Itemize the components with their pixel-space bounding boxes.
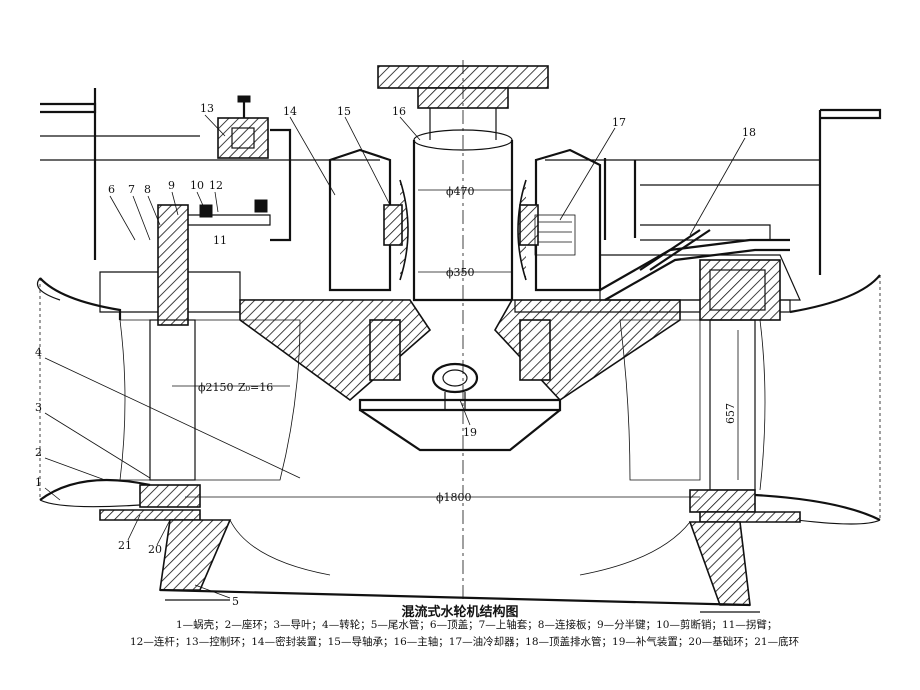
guide-bearing-housing bbox=[328, 148, 602, 292]
callout-10: 10 bbox=[190, 179, 204, 192]
spiral-case bbox=[36, 274, 881, 525]
callout-12: 12 bbox=[209, 179, 223, 192]
shaft-coupling-flange bbox=[377, 60, 549, 600]
callout-6: 6 bbox=[108, 183, 115, 196]
upper-frame bbox=[40, 88, 882, 275]
callout-7: 7 bbox=[128, 183, 135, 196]
dimension-d2150: ϕ2150 bbox=[198, 381, 234, 394]
callout-18: 18 bbox=[742, 126, 756, 139]
aeration-device bbox=[431, 362, 479, 410]
callout-11: 11 bbox=[213, 234, 227, 247]
dimension-texts: ϕ470 ϕ350 ϕ2150 Z₀=16 ϕ1800 657 bbox=[198, 185, 737, 504]
callout-21: 21 bbox=[118, 539, 132, 552]
dimension-z0: Z₀=16 bbox=[238, 381, 273, 394]
callout-3: 3 bbox=[35, 401, 42, 414]
guide-vane-linkage bbox=[188, 199, 771, 271]
legend-line-2: 12—连杆；13—控制环；14—密封装置；15—导轴承；16—主轴；17—油冷却… bbox=[130, 636, 800, 648]
guide-vane-left bbox=[119, 204, 301, 508]
guide-vane-right bbox=[619, 259, 781, 513]
dimension-lines bbox=[172, 189, 739, 498]
callout-8: 8 bbox=[144, 183, 151, 196]
callout-2: 2 bbox=[35, 446, 42, 459]
dimension-h657: 657 bbox=[724, 403, 737, 424]
dimension-d350: ϕ350 bbox=[446, 266, 475, 279]
legend-line-1: 1—蜗壳；2—座环；3—导叶；4—转轮；5—尾水管；6—顶盖；7—上轴套；8—连… bbox=[176, 619, 778, 631]
leader-lines bbox=[44, 114, 746, 599]
diagram-title: 混流式水轮机结构图 bbox=[401, 605, 519, 620]
dimension-d470: ϕ470 bbox=[446, 185, 475, 198]
callout-17: 17 bbox=[612, 116, 626, 129]
callout-14: 14 bbox=[283, 105, 297, 118]
callout-9: 9 bbox=[168, 179, 175, 192]
callout-19: 19 bbox=[463, 426, 477, 439]
drain-pipe bbox=[599, 238, 790, 301]
callout-4: 4 bbox=[35, 346, 42, 359]
callout-15: 15 bbox=[337, 105, 351, 118]
control-ring bbox=[217, 95, 269, 159]
callout-labels: 13 14 15 16 17 18 6 7 8 9 10 12 11 4 3 2… bbox=[35, 102, 756, 608]
callout-13: 13 bbox=[200, 102, 214, 115]
callout-16: 16 bbox=[392, 105, 406, 118]
runner-crown bbox=[358, 319, 562, 452]
draft-tube bbox=[159, 519, 760, 613]
callout-5: 5 bbox=[232, 595, 239, 608]
dimension-d1800: ϕ1800 bbox=[436, 491, 472, 504]
callout-20: 20 bbox=[148, 543, 162, 556]
callout-1: 1 bbox=[35, 476, 42, 489]
